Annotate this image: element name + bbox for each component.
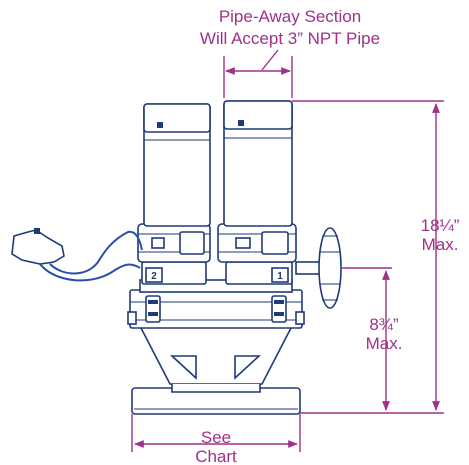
port-1-label: 1 [277,271,283,282]
right-pipe-cap [223,100,293,130]
left-nut [151,237,165,249]
left-coupling [179,231,205,255]
port-2-label: 2 [151,271,157,282]
right-bolt-head [295,311,305,325]
cone-collar [171,384,261,393]
right-body-fitting [271,295,287,323]
mid-height-value: 8¾” [369,315,399,334]
pipe-away-label-line2: Will Accept 3” NPT Pipe [200,29,380,48]
right-fin [234,355,262,380]
base-width-see: See [201,428,231,447]
mid-height-max: Max. [366,334,403,353]
right-nut [235,237,251,249]
pipe-away-label-line1: Pipe-Away Section [219,7,361,26]
total-height-value: 18¼” [421,216,460,235]
left-bolt-head [127,311,137,325]
dust-cap-chain-2 [39,263,141,282]
left-body-fitting [145,295,161,323]
dust-cap-body [11,229,65,265]
left-pipe-rivet [157,122,163,128]
port-2-badge [145,267,163,283]
dust-cap [11,228,143,282]
valve-assembly: 2 1 [11,100,342,415]
dust-cap-knob [34,228,40,234]
handwheel [295,227,342,309]
left-fin [169,355,197,380]
right-pipe-rivet [238,120,244,126]
pipe-away-leader [261,49,279,71]
right-coupling [261,231,289,255]
hopper-cone [138,325,294,385]
dust-cap-chain [49,230,143,275]
total-height-max: Max. [422,235,459,254]
handwheel-rim [318,227,342,309]
base-width-chart: Chart [195,447,237,465]
left-pipe-cap [143,103,211,133]
port-1-badge [271,267,289,283]
